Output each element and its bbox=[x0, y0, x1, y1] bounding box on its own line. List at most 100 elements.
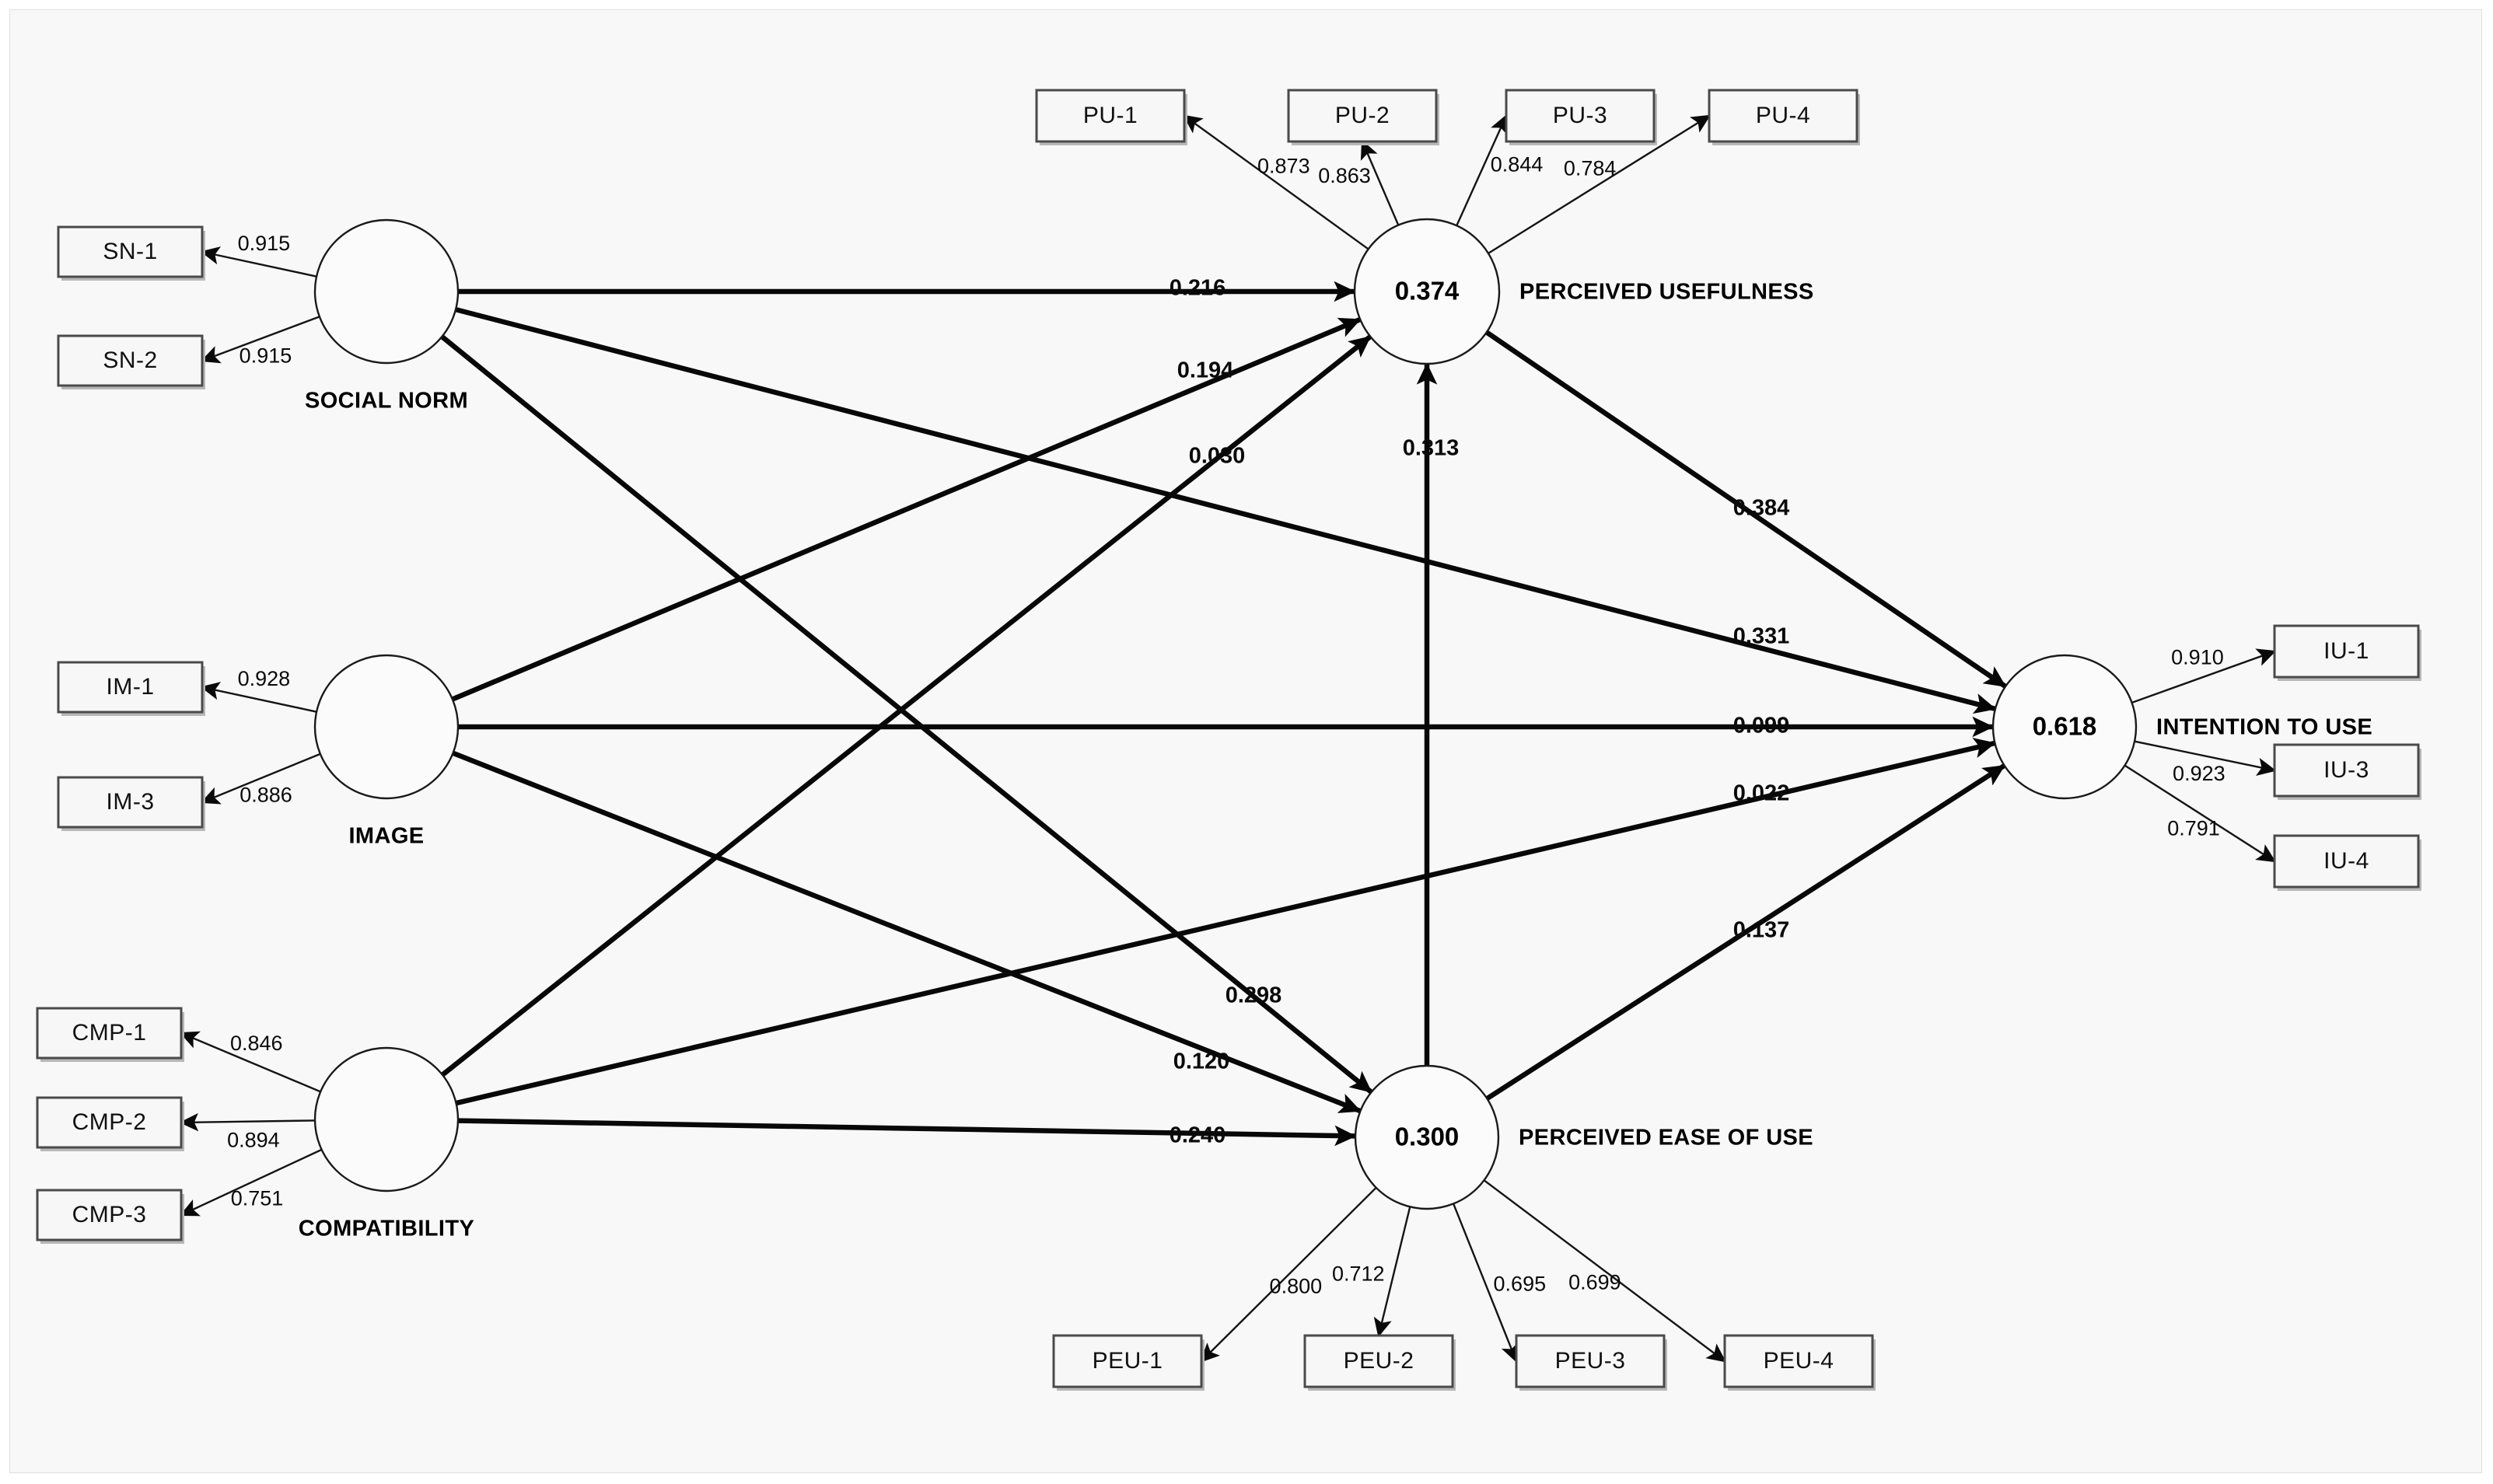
path-line bbox=[455, 738, 1996, 1106]
indicator-box-CMP-3[interactable]: CMP-3 bbox=[36, 1189, 184, 1244]
loading-path-IM-3 bbox=[200, 752, 321, 805]
construct-name: IMAGE bbox=[348, 824, 424, 849]
loading-path-PEU-3 bbox=[1453, 1203, 1519, 1364]
indicator-box-IM-3[interactable]: IM-3 bbox=[57, 776, 205, 831]
box-rect bbox=[1303, 1334, 1454, 1388]
indicator-label: CMP-2 bbox=[72, 1109, 147, 1135]
loading-path-IM-1 bbox=[200, 682, 317, 713]
indicator-label: IM-3 bbox=[107, 789, 155, 815]
loading-line bbox=[200, 246, 317, 278]
path-line bbox=[1484, 330, 2007, 689]
indicator-box-PU-2[interactable]: PU-2 bbox=[1287, 89, 1439, 145]
loading-path-CMP-2 bbox=[179, 1112, 316, 1132]
path-coefficient-CMP-PU: 0.030 bbox=[1189, 444, 1246, 469]
loading-label-IU-3: 0.923 bbox=[2173, 762, 2226, 785]
loading-label-IM-3: 0.886 bbox=[240, 784, 292, 807]
loading-line bbox=[2124, 764, 2277, 863]
box-rect bbox=[1052, 1334, 1203, 1388]
indicator-box-PU-3[interactable]: PU-3 bbox=[1505, 89, 1657, 145]
indicator-label: PEU-1 bbox=[1093, 1348, 1163, 1374]
loading-line bbox=[1483, 1179, 1726, 1363]
structural-path-CMP-to-PEU bbox=[457, 1118, 1357, 1147]
box-rect bbox=[57, 334, 204, 387]
path-line bbox=[455, 306, 1997, 714]
loading-label-PEU-3: 0.695 bbox=[1494, 1273, 1547, 1296]
box-rect bbox=[1505, 89, 1656, 143]
path-coefficient-SN-IU: 0.331 bbox=[1733, 624, 1790, 649]
indicator-box-PEU-1[interactable]: PEU-1 bbox=[1052, 1334, 1205, 1391]
structural-path-IM-to-PU bbox=[451, 316, 1362, 702]
coefficient-labels-layer: 0.9150.9150.9280.8860.8460.8940.7510.873… bbox=[227, 152, 2226, 1297]
construct-name: PERCEIVED USEFULNESS bbox=[1519, 280, 1814, 305]
indicator-label: PU-2 bbox=[1335, 103, 1390, 128]
construct-circle bbox=[313, 1046, 460, 1192]
box-rect bbox=[36, 1096, 183, 1149]
box-rect bbox=[36, 1007, 183, 1060]
indicator-label: IU-4 bbox=[2323, 848, 2369, 874]
loading-line bbox=[1456, 113, 1508, 226]
r-squared-value: 0.374 bbox=[1395, 277, 1460, 306]
box-rect bbox=[2273, 624, 2420, 679]
r-squared-value: 0.618 bbox=[2033, 712, 2097, 741]
indicator-box-CMP-2[interactable]: CMP-2 bbox=[36, 1096, 184, 1151]
loading-path-PU-4 bbox=[1488, 114, 1712, 254]
loading-label-PU-3: 0.844 bbox=[1491, 152, 1544, 176]
construct-CMP[interactable]: COMPATIBILITY bbox=[299, 1046, 474, 1241]
construct-name: SOCIAL NORM bbox=[305, 389, 468, 414]
loading-line bbox=[1183, 114, 1369, 250]
loading-label-SN-2: 0.915 bbox=[240, 344, 292, 368]
loading-path-PEU-2 bbox=[1373, 1206, 1411, 1338]
path-coefficient-PEU-IU: 0.137 bbox=[1733, 918, 1790, 943]
construct-IM[interactable]: IMAGE bbox=[313, 654, 460, 849]
path-line bbox=[440, 334, 1373, 1095]
box-rect bbox=[1287, 89, 1438, 143]
indicator-box-IU-3[interactable]: IU-3 bbox=[2273, 743, 2421, 800]
indicator-label: PU-1 bbox=[1083, 103, 1138, 128]
indicator-box-PEU-2[interactable]: PEU-2 bbox=[1303, 1334, 1456, 1391]
path-coefficient-IM-IU: 0.099 bbox=[1733, 714, 1790, 739]
indicator-box-IU-4[interactable]: IU-4 bbox=[2273, 834, 2421, 891]
structural-path-SN-to-PEU bbox=[440, 334, 1373, 1095]
indicator-box-PEU-3[interactable]: PEU-3 bbox=[1515, 1334, 1667, 1391]
indicator-box-SN-1[interactable]: SN-1 bbox=[57, 225, 205, 281]
box-rect bbox=[57, 661, 204, 714]
construct-name: PERCEIVED EASE OF USE bbox=[1519, 1126, 1813, 1151]
indicator-box-CMP-1[interactable]: CMP-1 bbox=[36, 1007, 184, 1062]
indicator-box-IU-1[interactable]: IU-1 bbox=[2273, 624, 2421, 681]
box-rect bbox=[57, 776, 204, 829]
box-rect bbox=[1035, 89, 1186, 143]
loading-path-CMP-1 bbox=[179, 1031, 321, 1093]
indicator-box-IM-1[interactable]: IM-1 bbox=[57, 661, 205, 716]
indicator-box-SN-2[interactable]: SN-2 bbox=[57, 334, 205, 389]
construct-PU[interactable]: 0.374 PERCEIVED USEFULNESS bbox=[1353, 218, 1814, 365]
path-line bbox=[452, 750, 1362, 1114]
loading-line bbox=[200, 752, 321, 805]
indicator-box-PU-1[interactable]: PU-1 bbox=[1035, 89, 1187, 145]
box-rect bbox=[1708, 89, 1858, 143]
indicator-label: CMP-3 bbox=[72, 1202, 147, 1227]
loading-label-PU-4: 0.784 bbox=[1564, 157, 1617, 180]
box-rect bbox=[57, 225, 204, 278]
construct-circle bbox=[313, 218, 460, 365]
indicator-box-PEU-4[interactable]: PEU-4 bbox=[1723, 1334, 1876, 1391]
path-coefficient-CMP-PEU: 0.240 bbox=[1170, 1123, 1226, 1148]
loading-label-PEU-1: 0.800 bbox=[1270, 1275, 1323, 1298]
path-line bbox=[457, 1118, 1357, 1147]
loading-path-PEU-4 bbox=[1483, 1179, 1726, 1363]
construct-SN[interactable]: SOCIAL NORM bbox=[305, 218, 468, 414]
structural-path-CMP-to-IU bbox=[455, 738, 1996, 1106]
indicator-label: CMP-1 bbox=[72, 1020, 147, 1046]
indicator-label: PU-4 bbox=[1756, 103, 1810, 128]
loading-line bbox=[2131, 648, 2277, 704]
indicator-label: PEU-2 bbox=[1344, 1348, 1414, 1374]
path-coefficient-SN-PU: 0.216 bbox=[1170, 276, 1226, 301]
box-rect bbox=[1515, 1334, 1666, 1388]
loading-path-PU-1 bbox=[1183, 114, 1369, 250]
indicator-box-PU-4[interactable]: PU-4 bbox=[1708, 89, 1860, 145]
loading-label-PEU-2: 0.712 bbox=[1332, 1262, 1385, 1286]
construct-circle bbox=[1991, 654, 2138, 800]
